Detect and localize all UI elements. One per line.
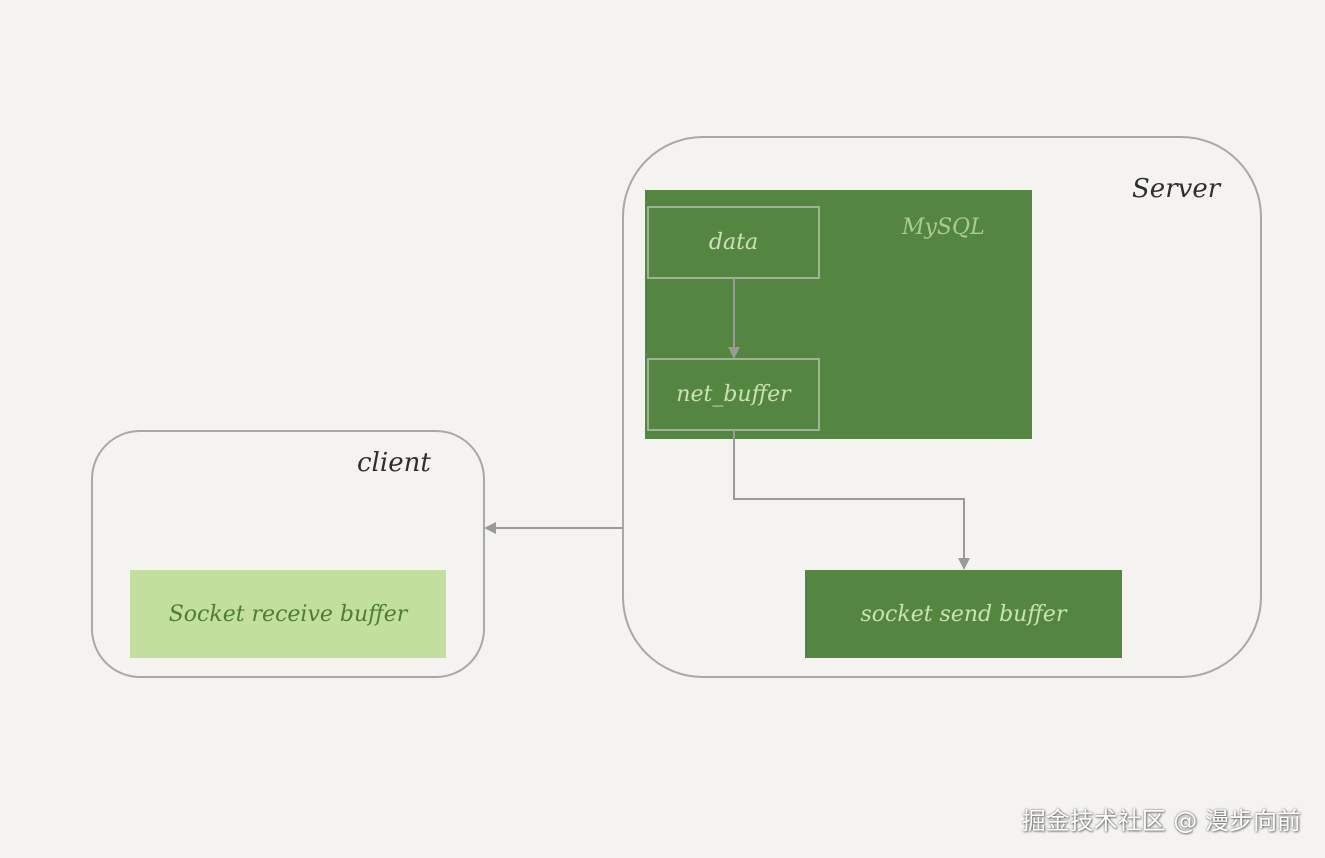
watermark: 掘金技术社区 @ 漫步向前	[1021, 807, 1301, 835]
server-label: Server	[1132, 174, 1221, 204]
socket-send-buffer-label: socket send buffer	[860, 601, 1067, 627]
socket-send-buffer-box	[805, 570, 1122, 658]
arrow-net-buffer-to-send-buffer	[733, 430, 970, 570]
server-container	[622, 136, 1262, 678]
client-label: client	[357, 448, 431, 478]
net-buffer-label: net_buffer	[676, 382, 791, 407]
socket-receive-buffer-box	[130, 570, 446, 658]
data-label: data	[708, 230, 759, 255]
mysql-label: MySQL	[902, 215, 985, 240]
socket-receive-buffer-label: Socket receive buffer	[168, 601, 408, 627]
net-buffer-box	[647, 358, 820, 431]
client-container	[91, 430, 485, 678]
data-box	[647, 206, 820, 279]
